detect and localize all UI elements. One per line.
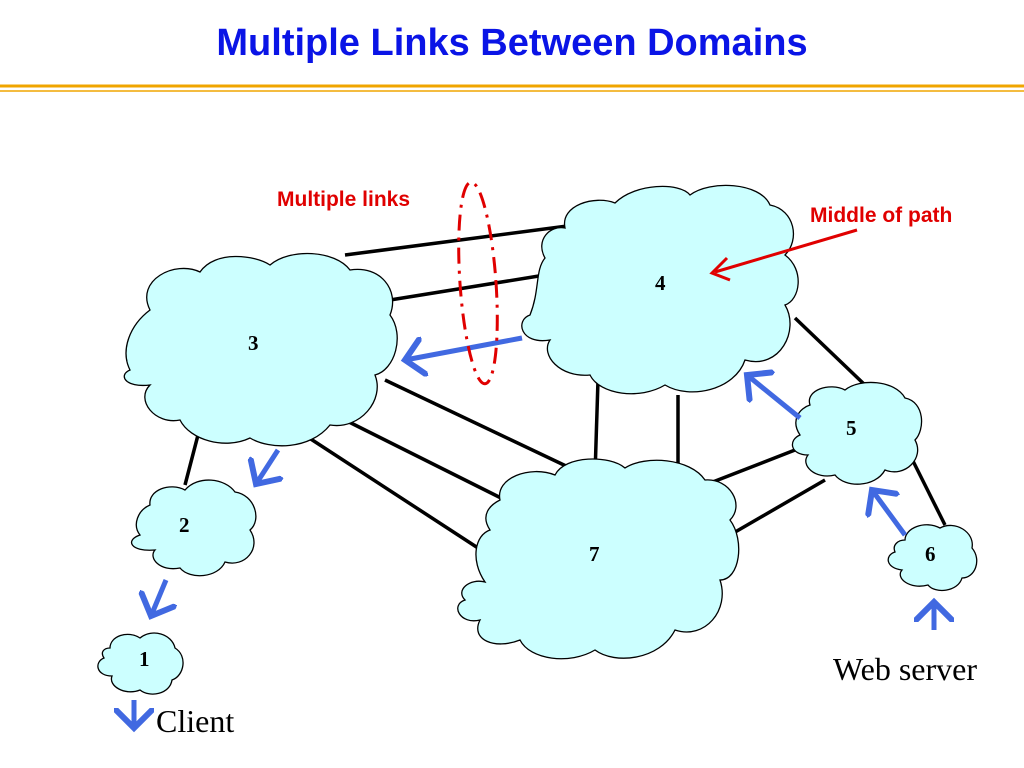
flow-arrow-2-to-1	[151, 579, 166, 616]
flow-arrow-4-to-3	[405, 335, 523, 360]
web-server-label: Web server	[833, 651, 977, 687]
node-label-1: 1	[139, 647, 150, 671]
node-label-3: 3	[248, 331, 259, 355]
node-label-2: 2	[179, 513, 190, 537]
node-label-7: 7	[589, 542, 600, 566]
domain-cloud-1	[97, 632, 184, 695]
client-label: Client	[156, 703, 234, 739]
domain-cloud-7	[457, 458, 740, 660]
link-3-7-c	[299, 430, 479, 550]
flow-path-arrows	[134, 335, 934, 728]
link-3-7-a	[384, 378, 586, 477]
link-3-2	[183, 434, 200, 486]
domain-cloud-5	[791, 381, 923, 485]
middle-of-path-arrow	[709, 228, 858, 282]
multiple-links-label: Multiple links	[277, 188, 410, 211]
domain-cloud-6	[887, 524, 978, 592]
node-label-4: 4	[655, 271, 666, 295]
multiple-links-highlight	[457, 180, 499, 386]
title-divider	[0, 84, 1024, 92]
link-3-7-b	[344, 418, 506, 502]
domain-cloud-4	[521, 184, 799, 395]
domain-cloud-3	[123, 252, 398, 447]
link-5-7	[704, 448, 796, 487]
middle-of-path-label: Middle of path	[810, 204, 952, 227]
flow-arrow-6-to-5	[872, 490, 908, 537]
flow-arrow-3-to-2	[256, 448, 278, 484]
link-5-6	[908, 454, 947, 526]
link-4-5	[793, 316, 867, 387]
node-label-5: 5	[846, 416, 857, 440]
slide-title: Multiple Links Between Domains	[216, 22, 808, 64]
node-label-6: 6	[925, 542, 936, 566]
link-6-7	[729, 478, 826, 537]
domain-cloud-2	[130, 479, 257, 577]
flow-arrow-5-to-4	[747, 375, 802, 420]
link-3-4-lower	[389, 273, 546, 302]
